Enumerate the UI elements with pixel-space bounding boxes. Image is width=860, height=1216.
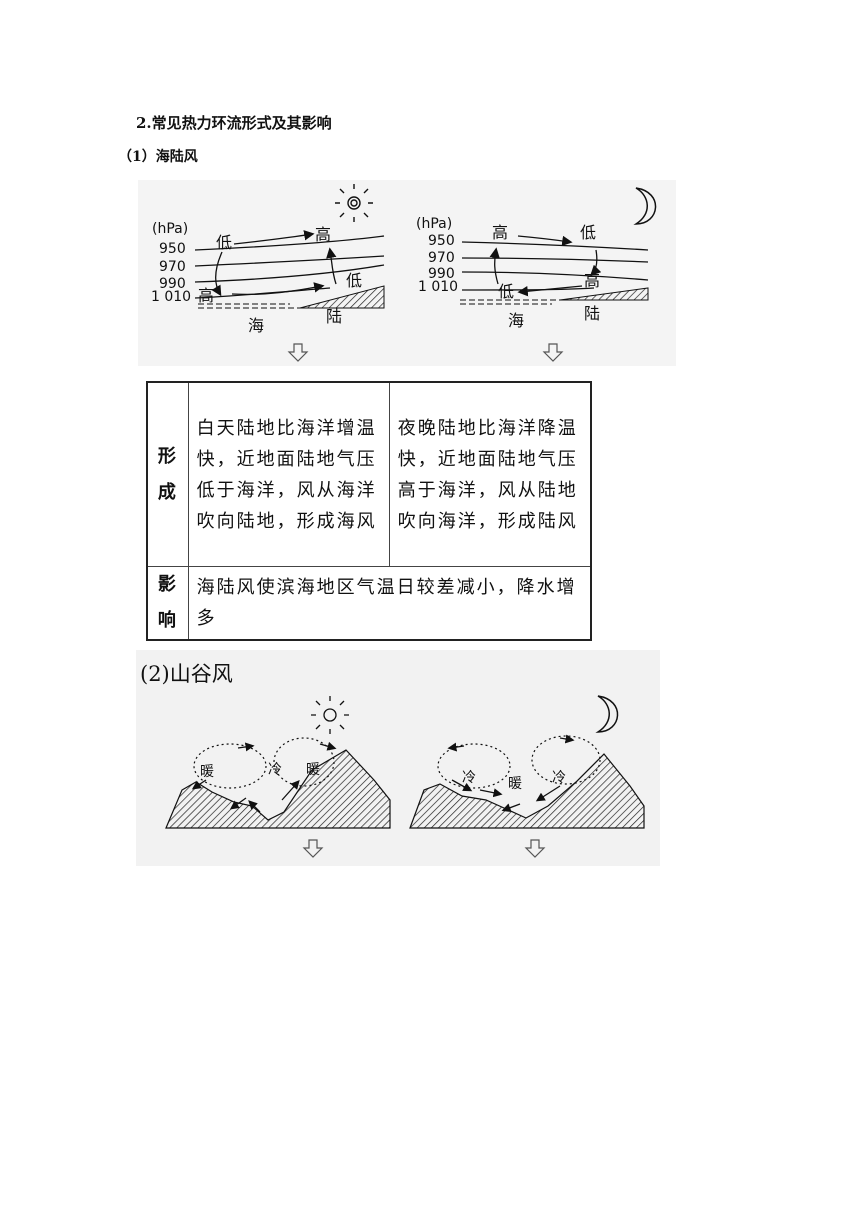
night-pressure-990: 990 [428, 266, 455, 282]
night-pressure-950: 950 [428, 233, 455, 249]
night-pressure-970: 970 [428, 250, 455, 266]
down-arrow-icon [287, 343, 309, 362]
valley-night-cold-right: 冷 [552, 770, 566, 786]
valley-night-diagram: 冷 暖 冷 [409, 695, 645, 858]
night-high-top: 高 [492, 223, 508, 242]
section-heading: 2.常见热力环流形式及其影响 [136, 114, 332, 132]
valley-night-cold-left: 冷 [462, 770, 476, 786]
sea-land-breeze-figure: (hPa) 950 970 990 1 010 低 高 低 高 海 陆 [138, 180, 676, 366]
pressure-970: 970 [159, 259, 186, 275]
sun-icon [311, 696, 349, 734]
night-land-label: 陆 [584, 304, 600, 323]
day-low-top: 低 [216, 233, 232, 252]
moon-icon [633, 187, 657, 225]
down-arrow-icon [524, 839, 546, 858]
valley-day-cold: 冷 [268, 762, 282, 778]
formation-row: 形 成 白天陆地比海洋增温快，近地面陆地气压低于海洋，风从海洋吹向陆地，形成海风… [146, 381, 592, 567]
subsection-title-sea-land-breeze: （1）海陆风 [118, 149, 198, 165]
day-low-bottom: 低 [346, 271, 362, 290]
night-diagram: (hPa) 950 970 990 1 010 高 低 高 低 海 陆 [416, 187, 657, 362]
day-formation-text: 白天陆地比海洋增温快，近地面陆地气压低于海洋，风从海洋吹向陆地，形成海风 [187, 381, 390, 567]
influence-text: 海陆风使滨海地区气温日较差减小，降水增多 [187, 566, 592, 641]
valley-day-warm-left: 暖 [200, 764, 214, 780]
day-high-top: 高 [315, 225, 331, 244]
night-formation-text: 夜晚陆地比海洋降温快，近地面陆地气压高于海洋，风从陆地吹向海洋，形成陆风 [388, 381, 592, 567]
night-low-top: 低 [580, 223, 596, 242]
influence-row: 影 响 海陆风使滨海地区气温日较差减小，降水增多 [146, 566, 592, 641]
pressure-950: 950 [159, 241, 186, 257]
influence-label: 影 响 [146, 566, 189, 641]
pressure-1010: 1 010 [151, 289, 191, 305]
day-land-label: 陆 [326, 307, 342, 326]
night-pressure-1010: 1 010 [418, 279, 458, 295]
pressure-990: 990 [159, 276, 186, 292]
night-unit-label: (hPa) [416, 216, 452, 232]
subsection-title-mountain-valley-breeze: (2)山谷风 [140, 662, 233, 686]
valley-day-warm-right: 暖 [306, 762, 320, 778]
sea-land-breeze-table: 形 成 白天陆地比海洋增温快，近地面陆地气压低于海洋，风从海洋吹向陆地，形成海风… [146, 381, 592, 641]
day-diagram: (hPa) 950 970 990 1 010 低 高 低 高 海 陆 [151, 184, 385, 362]
down-arrow-icon [542, 343, 564, 362]
night-high-bottom: 高 [584, 271, 600, 290]
moon-icon [595, 695, 619, 733]
unit-label: (hPa) [152, 221, 188, 237]
valley-day-diagram: 暖 冷 暖 [165, 696, 391, 858]
formation-label: 形 成 [146, 381, 189, 567]
night-sea-label: 海 [508, 311, 524, 330]
valley-night-warm: 暖 [508, 776, 522, 792]
day-sea-label: 海 [248, 316, 264, 335]
day-high-bottom: 高 [198, 286, 214, 305]
down-arrow-icon [302, 839, 324, 858]
night-low-bottom: 低 [498, 282, 514, 301]
sun-icon [335, 184, 373, 222]
